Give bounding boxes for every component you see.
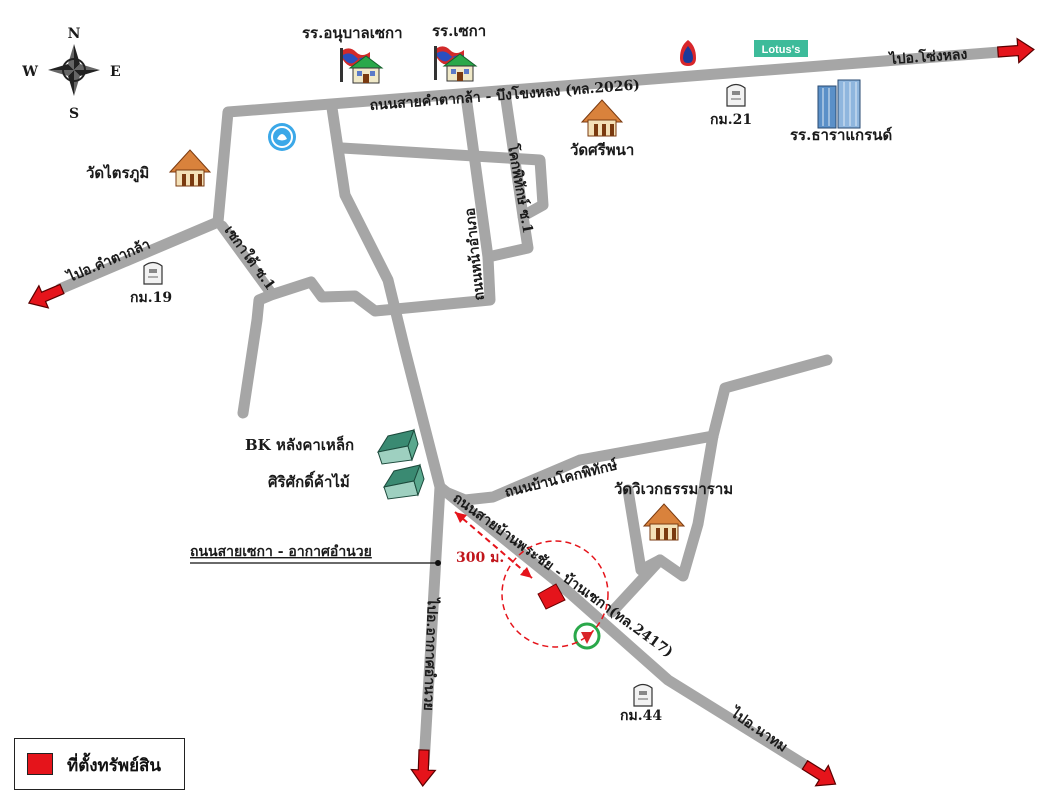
road-ban-khok-phithak xyxy=(437,430,719,506)
road-temple-loop xyxy=(622,430,719,582)
label-wat-wiwek: วัดวิเวกธรรมาราม xyxy=(614,480,733,498)
map-legend: ที่ตั้งทรัพย์สิน xyxy=(14,738,185,790)
building-icon xyxy=(817,79,861,129)
road-soi-1 xyxy=(460,90,494,263)
label-wat-si-phana: วัดศรีพนา xyxy=(570,141,634,159)
road-east-branch xyxy=(707,354,833,442)
km-post-icon xyxy=(726,83,746,107)
km-post-icon xyxy=(143,261,163,285)
label-bk-steel: BK หลังคาเหล็ก xyxy=(245,435,354,454)
road-sekha-tai-1 xyxy=(216,220,277,299)
callout-sekha-akat: ถนนสายเซกา - อากาศอำนวย xyxy=(190,544,441,566)
compass-west: W xyxy=(21,64,38,80)
road-central-spine xyxy=(326,102,446,493)
warehouse-icon xyxy=(377,429,419,465)
road-main-north xyxy=(212,46,1006,228)
label-to-akat-amnuai: ไปอ.อากาศอำนวย xyxy=(420,596,442,711)
temple-icon xyxy=(581,99,623,137)
school-icon xyxy=(339,47,383,84)
compass-rose: N S E W xyxy=(21,26,120,122)
compass-north: N xyxy=(68,26,81,42)
label-to-bung-khong-long: ไปอ.โซ่งหลง xyxy=(887,45,968,69)
school-icon xyxy=(433,45,477,82)
label-kindergarten: รร.อนุบาลเซกา xyxy=(302,24,403,43)
label-to-na-thom: ไปอ.นาทม xyxy=(726,702,791,755)
temple-icon xyxy=(169,149,211,187)
direction-arrows xyxy=(27,37,1035,787)
road-to-kham-ta-kla xyxy=(54,216,224,295)
label-road-sekha-akat: ถนนสายเซกา - อากาศอำนวย xyxy=(190,544,372,560)
fuel-station-icon xyxy=(680,40,696,66)
legend-label-property: ที่ตั้งทรัพย์สิน xyxy=(67,756,162,776)
arrow-east-icon xyxy=(997,37,1035,64)
arrow-south-icon xyxy=(410,749,437,787)
pt-station-icon xyxy=(573,622,601,650)
label-tara-grand-school: รร.ธาราแกรนด์ xyxy=(790,126,892,144)
km-post-icon xyxy=(633,683,653,707)
warehouse-icon xyxy=(383,464,425,500)
road-soi-2 xyxy=(499,87,529,222)
property-radius-circle xyxy=(501,540,609,648)
label-km21: กม.21 xyxy=(710,112,752,128)
label-sirisak-timber: ศิริศักดิ์ค้าไม้ xyxy=(268,470,350,491)
compass-east: E xyxy=(110,64,121,80)
property-swatch xyxy=(27,753,53,775)
road-to-na-thom xyxy=(434,481,811,771)
distance-marker xyxy=(454,511,533,579)
label-km19: กม.19 xyxy=(130,290,172,306)
arrow-west-icon xyxy=(27,283,65,309)
label-sekha-school: รร.เซกา xyxy=(432,22,486,40)
svg-text:Lotus's: Lotus's xyxy=(762,44,801,56)
temple-icon xyxy=(643,503,685,541)
lotus-logo: Lotus's xyxy=(754,40,808,57)
road-network xyxy=(54,46,1006,771)
property-area: 300 ม. xyxy=(454,511,609,648)
label-km44: กม.44 xyxy=(620,708,662,724)
compass-south: S xyxy=(69,106,79,122)
road-south-to-akat xyxy=(418,481,446,770)
label-sekha-tai-1: เซกาใต้ ซ.1 xyxy=(221,222,280,294)
property-marker xyxy=(537,583,566,610)
arrow-southeast-icon xyxy=(801,759,837,787)
road-inner-loop xyxy=(237,142,549,419)
label-distance: 300 ม. xyxy=(456,550,504,566)
road-connector-se xyxy=(606,554,666,618)
bank-icon xyxy=(268,123,296,151)
label-wat-trai-phum: วัดไตรภูมิ xyxy=(86,163,149,183)
